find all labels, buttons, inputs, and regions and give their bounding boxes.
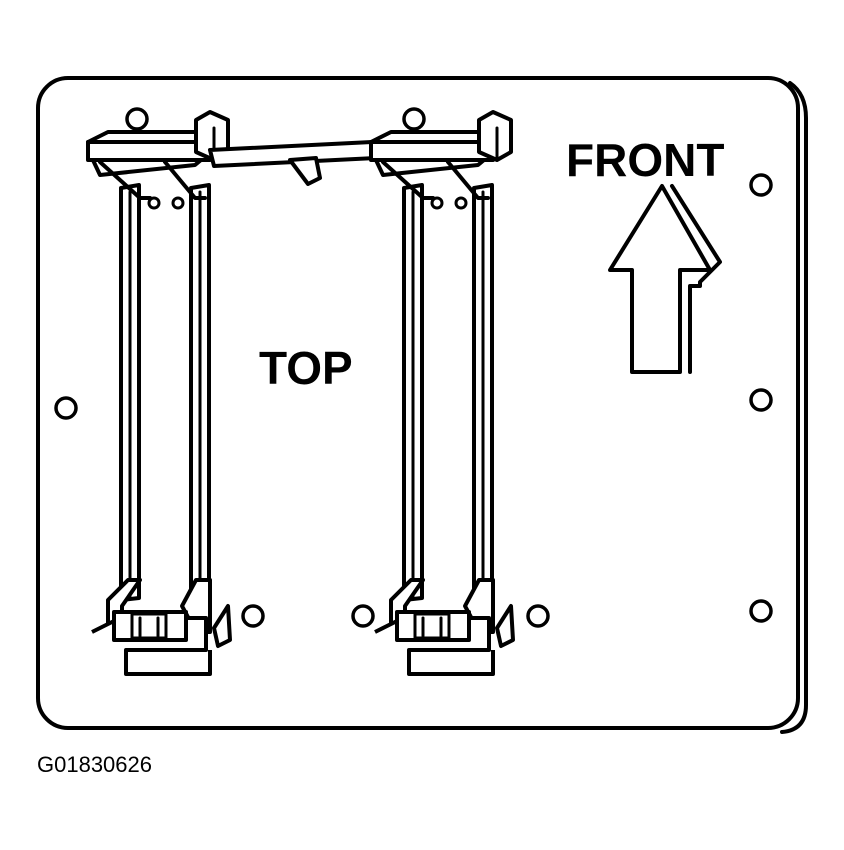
plate-hole	[749, 173, 773, 197]
connecting-bar	[208, 140, 378, 186]
left-bracket	[86, 110, 232, 676]
right-bracket	[369, 110, 515, 676]
plate-hole	[402, 107, 426, 131]
plate-hole	[749, 599, 773, 623]
front-label: FRONT	[566, 134, 724, 186]
plate-hole	[351, 604, 375, 628]
plate-hole	[125, 107, 149, 131]
plate-hole	[749, 388, 773, 412]
plate-hole	[526, 604, 550, 628]
figure-id: G01830626	[37, 752, 152, 777]
front-arrow-icon	[608, 184, 722, 374]
plate-holes	[54, 107, 773, 628]
top-label: TOP	[259, 342, 353, 394]
plate-hole	[54, 396, 78, 420]
plate-hole	[241, 604, 265, 628]
